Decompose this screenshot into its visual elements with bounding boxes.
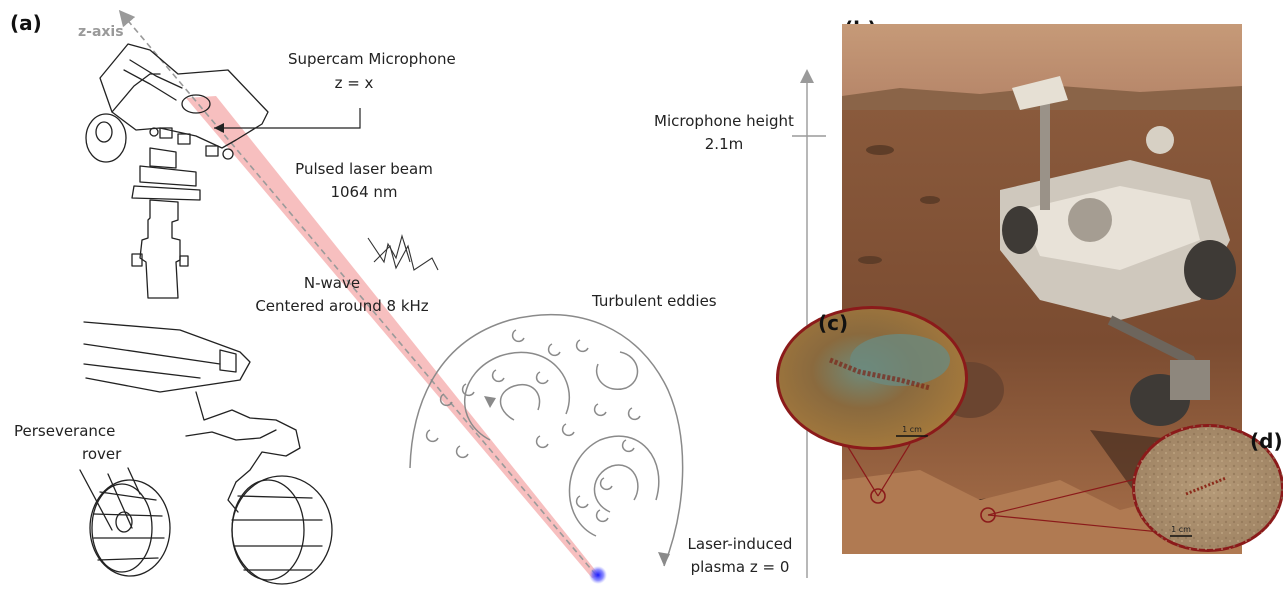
turbulent-eddies xyxy=(409,313,684,567)
mic-height-title: Microphone height xyxy=(654,112,794,130)
nwave-freq: Centered around 8 kHz xyxy=(255,297,428,315)
scale-d: 1 cm xyxy=(1171,525,1191,534)
rover-label-line2: rover xyxy=(82,445,122,463)
mic-height-value: 2.1m xyxy=(705,135,743,153)
turbulent-label: Turbulent eddies xyxy=(591,292,717,310)
inset-d-leader-2 xyxy=(987,514,1161,533)
supercam-leader xyxy=(214,108,361,129)
z-axis-label: z-axis xyxy=(78,24,124,40)
inset-c-marker xyxy=(870,488,886,504)
plasma-glow-icon xyxy=(589,566,607,584)
inset-d-leader-1 xyxy=(987,477,1141,516)
inset-d-marker xyxy=(980,507,996,523)
inset-c: 1 cm xyxy=(776,306,968,450)
supercam-title: Supercam Microphone xyxy=(288,50,456,68)
supercam-leader-arrow xyxy=(214,123,224,133)
nwave-title: N-wave xyxy=(304,274,360,292)
inset-d: 1 cm xyxy=(1132,424,1283,552)
z-axis-line xyxy=(118,9,597,576)
scale-c: 1 cm xyxy=(902,425,922,434)
supercam-z: z = x xyxy=(335,74,374,92)
panel-c-label: (c) xyxy=(818,311,848,335)
rover-drawing xyxy=(79,43,333,585)
inset-c-leader-2 xyxy=(877,443,911,497)
plasma-label-line2: plasma z = 0 xyxy=(691,558,790,576)
panel-d-label: (d) xyxy=(1250,429,1283,453)
laser-title: Pulsed laser beam xyxy=(295,160,433,178)
panel-a-label: (a) xyxy=(10,11,42,35)
plasma-label-line1: Laser-induced xyxy=(688,535,793,553)
nwave-waveform-icon xyxy=(367,234,439,271)
laser-wavelength: 1064 nm xyxy=(330,183,397,201)
rover-label-line1: Perseverance xyxy=(14,422,115,440)
